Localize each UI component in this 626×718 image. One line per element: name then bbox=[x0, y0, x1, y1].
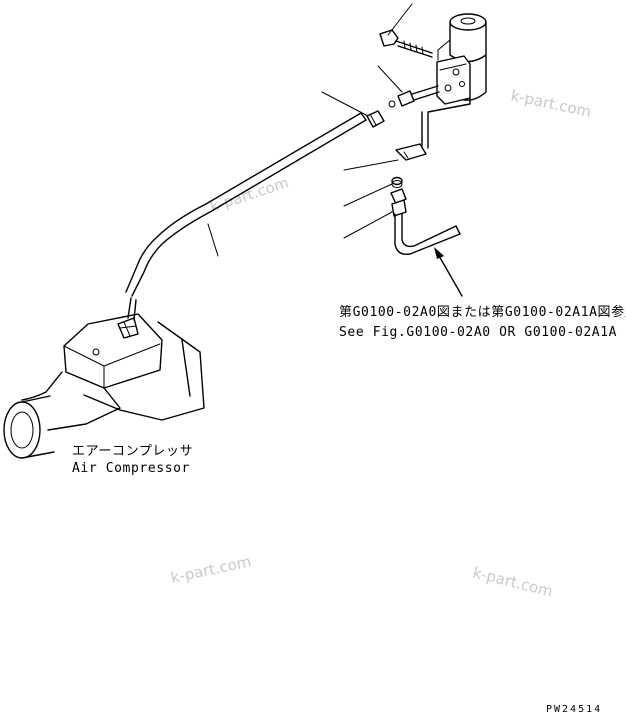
watermark: k-part.com bbox=[509, 86, 593, 121]
compressor-label-jp: エアーコンプレッサ bbox=[72, 444, 193, 459]
small-sleeve bbox=[343, 176, 403, 207]
sleeve-nut bbox=[321, 91, 385, 128]
adapter-fitting bbox=[377, 65, 440, 108]
air-compressor bbox=[3, 297, 205, 459]
watermark: k-part.com bbox=[208, 173, 291, 215]
hose bbox=[394, 213, 461, 255]
elbow-fitting bbox=[343, 97, 471, 171]
drawing-code: PW24514 bbox=[546, 704, 602, 715]
reference-label-jp: 第G0100-02A0図または第G0100-02A1A図参照 bbox=[339, 304, 626, 320]
bolt bbox=[379, 29, 433, 58]
hose-nut bbox=[343, 188, 407, 239]
reference-arrow bbox=[434, 247, 463, 297]
compressor-label-en: Air Compressor bbox=[72, 461, 190, 476]
watermark: k-part.com bbox=[471, 563, 555, 600]
reference-label-en: See Fig.G0100-02A0 OR G0100-02A1A bbox=[339, 325, 617, 340]
air-line-pipe bbox=[125, 112, 367, 297]
leader-line bbox=[387, 3, 413, 36]
air-dryer-unit bbox=[436, 13, 487, 105]
watermark: k-part.com bbox=[169, 552, 253, 587]
